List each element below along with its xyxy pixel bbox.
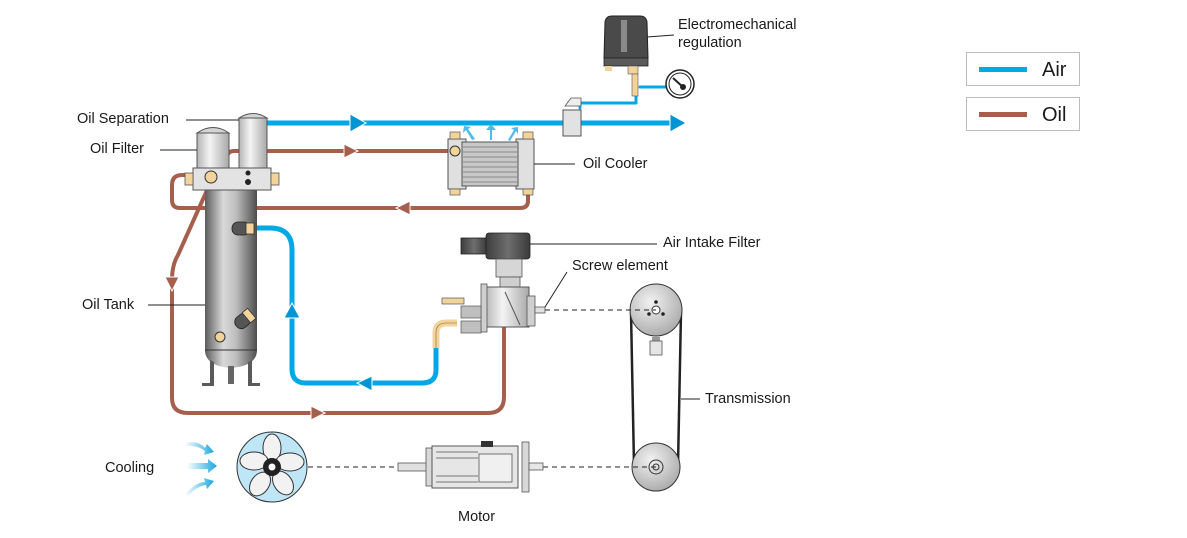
air-outlet-valve — [562, 97, 582, 137]
air-arrow-left — [355, 375, 373, 392]
oil-separation-label: Oil Separation — [77, 111, 169, 127]
air-intake-filter — [460, 232, 531, 290]
motor-label: Motor — [458, 509, 496, 525]
oil-return-from-cooler-line — [170, 173, 530, 210]
pressure-switch — [603, 15, 649, 97]
oil-arrow-right-top — [343, 143, 360, 159]
oil-tank — [202, 180, 260, 386]
screw-element — [432, 283, 546, 348]
cooling-air-out-arrows — [463, 124, 518, 141]
legend-item-oil: Oil — [966, 97, 1080, 131]
oil-arrow-left-return — [394, 200, 411, 216]
oil-arrow-right-bottom — [310, 405, 327, 421]
oil-arrow-down — [164, 276, 180, 293]
air-flow-arrows — [283, 113, 688, 392]
oil-separator-assembly — [184, 113, 280, 191]
oil-cooler-label: Oil Cooler — [583, 156, 648, 172]
screw-element-label: Screw element — [572, 258, 668, 274]
legend-label-air: Air — [1042, 59, 1067, 81]
air-swatch — [979, 67, 1027, 72]
cooling-air-in-arrows — [185, 442, 217, 496]
legend-item-air: Air — [966, 52, 1080, 86]
transmission-belt — [629, 311, 683, 466]
leader-lines — [148, 34, 700, 400]
upper-pulley — [629, 283, 683, 356]
oil-flow-arrows — [164, 143, 411, 421]
air-arrow-right-1 — [349, 113, 368, 133]
electromechanical-regulation-label: Electromechanical — [678, 17, 797, 33]
oil-cooler — [447, 124, 535, 196]
electromechanical-regulation-label-line2: regulation — [678, 35, 742, 51]
air-arrow-up — [283, 301, 301, 319]
cooling-label: Cooling — [105, 460, 155, 476]
oil-tank-down-line — [170, 186, 506, 415]
motor — [397, 441, 544, 493]
cooling-fan-icon — [236, 431, 308, 503]
pressure-gauge-icon — [665, 69, 695, 99]
air-arrow-right-2 — [669, 113, 688, 133]
oil-swatch — [979, 112, 1027, 117]
shaft-lines — [308, 309, 656, 468]
oil-tank-label: Oil Tank — [82, 297, 135, 313]
air-from-screw-line — [253, 225, 439, 386]
oil-filter-label: Oil Filter — [90, 141, 144, 157]
legend-label-oil: Oil — [1042, 104, 1067, 126]
air-intake-filter-label: Air Intake Filter — [663, 235, 761, 251]
air-regulation-line — [578, 94, 638, 110]
transmission-label: Transmission — [705, 391, 791, 407]
